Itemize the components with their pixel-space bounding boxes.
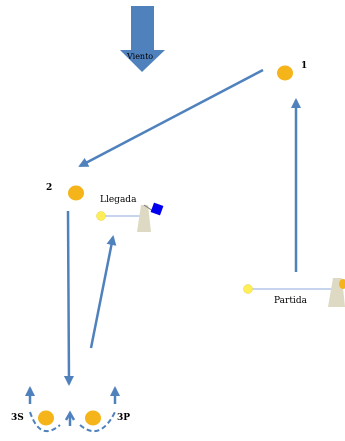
gate-rounding-arcs [29, 411, 116, 433]
mark-2-buoy [68, 185, 84, 201]
wind-arrow [120, 6, 165, 72]
start-line [243, 278, 345, 307]
mark-1-buoy [277, 65, 293, 81]
finish-label: Llegada [100, 195, 137, 205]
finish-line [96, 202, 164, 232]
leg-mark-2-to-gate [63, 210, 74, 386]
mark-3p-buoy [85, 410, 101, 426]
finish-pin-buoy [96, 211, 106, 221]
leg-mark-1-to-mark-2 [78, 68, 264, 168]
finish-committee-boat [137, 205, 151, 232]
mark-2-label: 2 [46, 183, 53, 193]
start-pin-buoy [243, 284, 253, 294]
mark-1-label: 1 [301, 61, 308, 71]
wind-label: Viento [127, 52, 154, 61]
gate-small-arrows [25, 386, 120, 426]
mark-3s-buoy [38, 410, 54, 426]
mark-3p-label: 3P [117, 413, 131, 423]
start-label: Partida [274, 296, 307, 306]
mark-3s-label: 3S [11, 413, 24, 423]
finish-blue-flag [150, 202, 164, 216]
leg-gate-to-finish [89, 235, 117, 349]
